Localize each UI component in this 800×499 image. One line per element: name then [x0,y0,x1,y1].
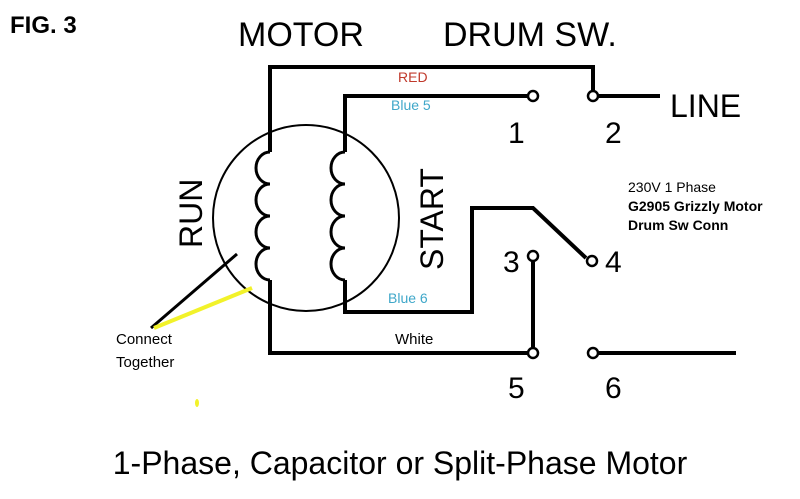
run-label: RUN [173,179,209,248]
line-label: LINE [670,88,741,124]
yellow-lead-wire [153,286,253,330]
terminal-4-label: 4 [605,246,622,279]
white-wire [268,280,530,355]
motor-header: MOTOR [238,16,364,54]
blue5-wire-label: Blue 5 [391,97,431,113]
yellow-mark [195,399,199,407]
run-lead-wire [150,252,238,330]
terminal-5-label: 5 [508,372,525,405]
motor-housing [212,124,400,312]
diagram-caption: 1-Phase, Capacitor or Split-Phase Motor [113,445,688,481]
terminal-4-contact [585,254,599,268]
blue5-wire [343,94,527,152]
drum-switch-header: DRUM SW. [443,16,617,54]
terminal-1-label: 1 [508,117,525,150]
terminal-6-contact [586,346,600,360]
terminal-6-label: 6 [605,372,622,405]
terminal-1-contact [526,89,540,103]
connect-note-line1: Connect [116,331,173,348]
red-wire-label: RED [398,69,428,85]
terminal-3-contact [526,249,540,263]
white-wire-label: White [395,331,433,348]
blue6-wire [343,206,588,314]
red-wire [268,65,595,152]
terminal-2-contact [586,89,600,103]
note-line2: G2905 Grizzly Motor [628,198,763,214]
run-winding-coil [254,150,271,282]
figure-label: FIG. 3 [10,12,77,39]
terminal-5-contact [526,346,540,360]
start-label: START [414,168,450,270]
terminal-3-label: 3 [503,246,520,279]
blue6-wire-label: Blue 6 [388,290,428,306]
start-winding-coil [329,150,346,282]
note-line3: Drum Sw Conn [628,217,728,233]
note-line1: 230V 1 Phase [628,179,716,195]
connect-note-line2: Together [116,354,174,371]
terminal-2-label: 2 [605,117,622,150]
